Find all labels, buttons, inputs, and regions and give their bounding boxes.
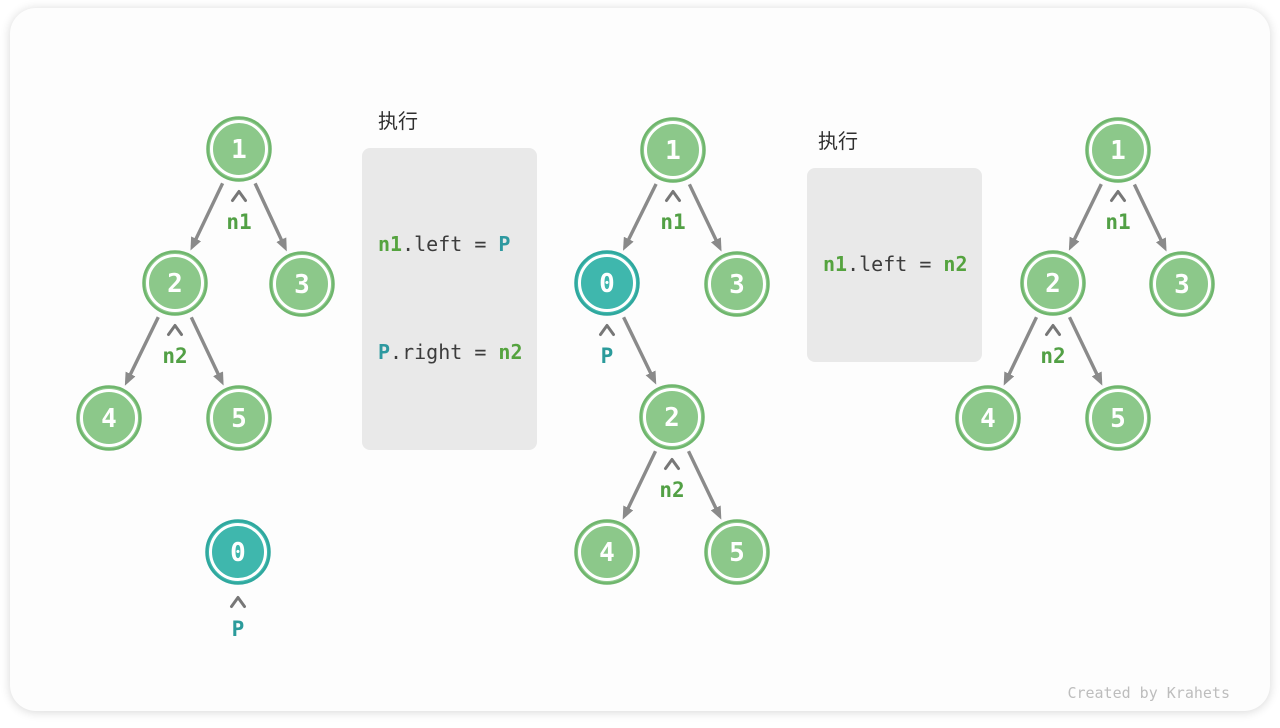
pointer-label-n2: n2 (1040, 344, 1065, 368)
caret-up-icon (167, 324, 183, 336)
caret-up-icon (664, 458, 680, 470)
caret-up-icon (599, 324, 615, 336)
node-value: 3 (1174, 270, 1190, 300)
tree-left-edges (124, 182, 287, 386)
code-token: .left = (847, 252, 944, 276)
tree-edge (1132, 183, 1167, 252)
node-value: 1 (665, 136, 681, 166)
canvas-card: 1 2 3 4 5 0 n1 n2 P 1 (10, 8, 1270, 711)
node-value: 3 (729, 270, 745, 300)
tree-right-edges (1003, 183, 1167, 386)
tree-middle-node-3: 3 (704, 251, 770, 317)
node-value: 0 (599, 269, 615, 299)
tree-edge (622, 450, 658, 520)
code-line: P.right = n2 (378, 334, 523, 370)
tree-middle-node-1: 1 (640, 117, 706, 183)
tree-edge (623, 183, 658, 251)
pointer-label-n2: n2 (659, 478, 684, 502)
tree-left-node-2: 2 (142, 250, 208, 316)
watermark: Created by Krahets (1067, 684, 1230, 702)
caret-up-icon (230, 596, 246, 608)
code-block-1: 执行 n1.left = P P.right = n2 (362, 105, 537, 450)
node-value: 2 (664, 403, 680, 433)
node-value: 5 (231, 404, 247, 434)
node-value: 4 (101, 404, 117, 434)
tree-middle-node-0: 0 (574, 250, 640, 316)
tree-edge (124, 316, 160, 386)
caret-up-icon (1045, 324, 1061, 336)
execute-heading: 执行 (818, 131, 858, 153)
node-value: 4 (980, 404, 996, 434)
code-token: .left = (402, 232, 499, 256)
code-token: n1 (823, 252, 848, 276)
tree-right-node-2: 2 (1020, 250, 1086, 316)
tree-right-node-5: 5 (1085, 385, 1151, 451)
tree-middle-edges (622, 183, 722, 520)
tree-edge (253, 182, 287, 252)
code-token: n1 (378, 232, 403, 256)
tree-right-node-4: 4 (955, 385, 1021, 451)
tree-edge (1003, 316, 1039, 386)
node-value: 3 (294, 270, 310, 300)
tree-middle-node-2: 2 (639, 384, 705, 450)
tree-left-node-4: 4 (76, 385, 142, 451)
tree-middle-node-5: 5 (704, 519, 770, 585)
code-token: P (378, 340, 391, 364)
caret-up-icon (1110, 190, 1126, 202)
caret-up-icon (231, 190, 247, 202)
code-line: n1.left = P (378, 226, 523, 262)
pointer-label-n2: n2 (162, 344, 187, 368)
node-value: 4 (599, 538, 615, 568)
tree-right-node-3: 3 (1149, 251, 1215, 317)
node-value: 5 (729, 538, 745, 568)
code-token: .right = (390, 340, 499, 364)
tree-edge (189, 316, 224, 386)
tree-edge (1068, 183, 1103, 251)
node-value: 1 (231, 135, 247, 165)
tree-edge (1067, 316, 1103, 386)
execute-heading: 执行 (378, 111, 418, 133)
tree-edge (622, 316, 657, 385)
tree-middle-node-4: 4 (574, 519, 640, 585)
code-token: P (498, 232, 511, 256)
pointer-label-p: P (232, 617, 245, 641)
pointer-label-n1: n1 (226, 210, 251, 234)
pointer-label-n1: n1 (660, 210, 685, 234)
code-box: n1.left = n2 (807, 168, 982, 362)
code-block-2: 执行 n1.left = n2 (807, 125, 982, 362)
node-value: 2 (167, 269, 183, 299)
tree-edge (686, 450, 722, 520)
tree-left-node-3: 3 (269, 251, 335, 317)
tree-right-node-1: 1 (1085, 117, 1151, 183)
node-value: 5 (1110, 404, 1126, 434)
code-line: n1.left = n2 (823, 246, 968, 282)
code-token: n2 (498, 340, 523, 364)
code-box: n1.left = P P.right = n2 (362, 148, 537, 450)
detached-node-0: 0 (205, 519, 271, 585)
node-value: 2 (1045, 269, 1061, 299)
node-value: 1 (1110, 136, 1126, 166)
node-value: 0 (230, 538, 246, 568)
tree-left-node-5: 5 (206, 385, 272, 451)
tree-left-node-1: 1 (206, 116, 272, 182)
diagram-svg: 1 2 3 4 5 0 n1 n2 P 1 (76, 116, 1215, 641)
pointer-label-p: P (601, 344, 614, 368)
pointer-label-n1: n1 (1105, 210, 1130, 234)
caret-up-icon (665, 190, 681, 202)
tree-edge (687, 183, 722, 252)
code-token: n2 (943, 252, 968, 276)
pointer-carets (167, 190, 1126, 608)
tree-edge (190, 182, 225, 251)
